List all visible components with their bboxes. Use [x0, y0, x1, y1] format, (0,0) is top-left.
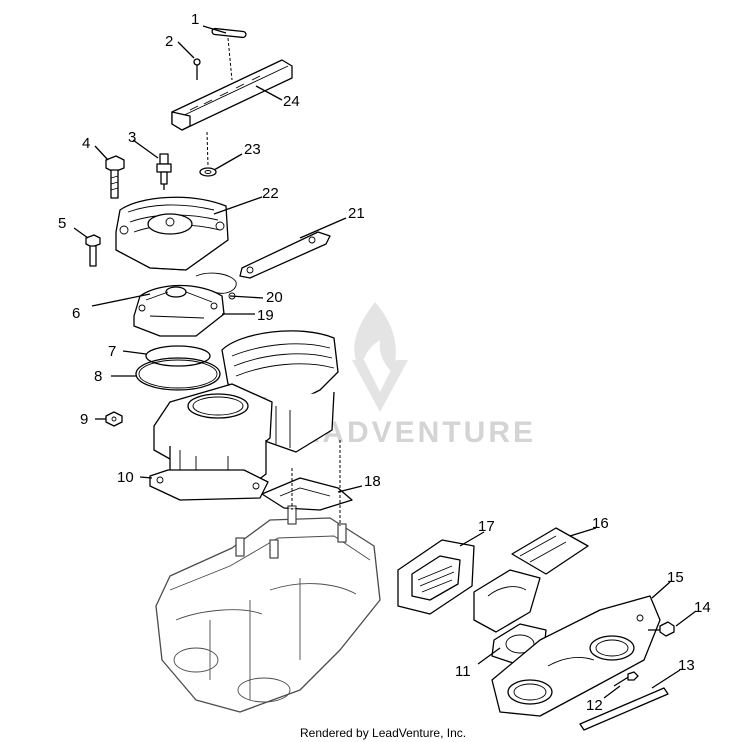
callout-20: 20 [266, 289, 283, 306]
footer-credit: Rendered by LeadVenture, Inc. [300, 726, 466, 740]
callout-15: 15 [667, 569, 684, 586]
callout-12: 12 [586, 697, 603, 714]
callout-24: 24 [283, 93, 300, 110]
callout-17: 17 [478, 518, 495, 535]
callout-21: 21 [348, 205, 365, 222]
callout-16: 16 [592, 515, 609, 532]
callout-1: 1 [191, 11, 199, 28]
callout-22: 22 [262, 185, 279, 202]
part-22-cylinder-head [115, 196, 229, 271]
part-23-clip [199, 167, 217, 177]
callout-18: 18 [364, 473, 381, 490]
part-18-base-gasket [261, 477, 353, 511]
callout-2: 2 [165, 33, 173, 50]
callout-7: 7 [108, 343, 116, 360]
part-4-bolt [105, 155, 125, 199]
part-9-nut [105, 411, 123, 427]
callout-10: 10 [117, 469, 134, 486]
part-13-strap [579, 687, 669, 731]
part-7-head-gasket [145, 345, 211, 367]
callout-8: 8 [94, 368, 102, 385]
callout-6: 6 [72, 305, 80, 322]
callout-4: 4 [82, 135, 90, 152]
part-12-screw [613, 671, 639, 687]
crankcase [155, 505, 381, 713]
callout-labels: 1 2 3 4 5 6 7 8 9 10 11 12 13 14 15 16 1… [58, 11, 711, 714]
callout-23: 23 [244, 141, 261, 158]
callout-14: 14 [694, 599, 711, 616]
rear-cylinder-assembly [221, 330, 339, 453]
part-5-bolt [85, 234, 101, 267]
part-10-cylinder [149, 383, 273, 501]
part-15-intake-manifold [491, 595, 661, 717]
callout-11: 11 [455, 663, 471, 680]
callout-13: 13 [678, 657, 695, 674]
part-17-reed-valve [397, 539, 475, 615]
callout-19: 19 [257, 307, 274, 324]
reed-block [473, 569, 541, 633]
callout-5: 5 [58, 215, 66, 232]
part-24-fuel-rail [171, 59, 293, 131]
callout-9: 9 [80, 411, 88, 428]
callout-3: 3 [128, 129, 136, 146]
part-2-screw [193, 58, 201, 80]
part-21-bracket [239, 231, 331, 279]
part-8-o-ring [135, 357, 221, 391]
part-3-spark-plug [156, 153, 172, 190]
part-14-screw [648, 621, 675, 637]
leader-lines [73, 25, 697, 699]
part-19-head-cover [133, 284, 225, 337]
part-16-reed-stop [511, 527, 589, 575]
